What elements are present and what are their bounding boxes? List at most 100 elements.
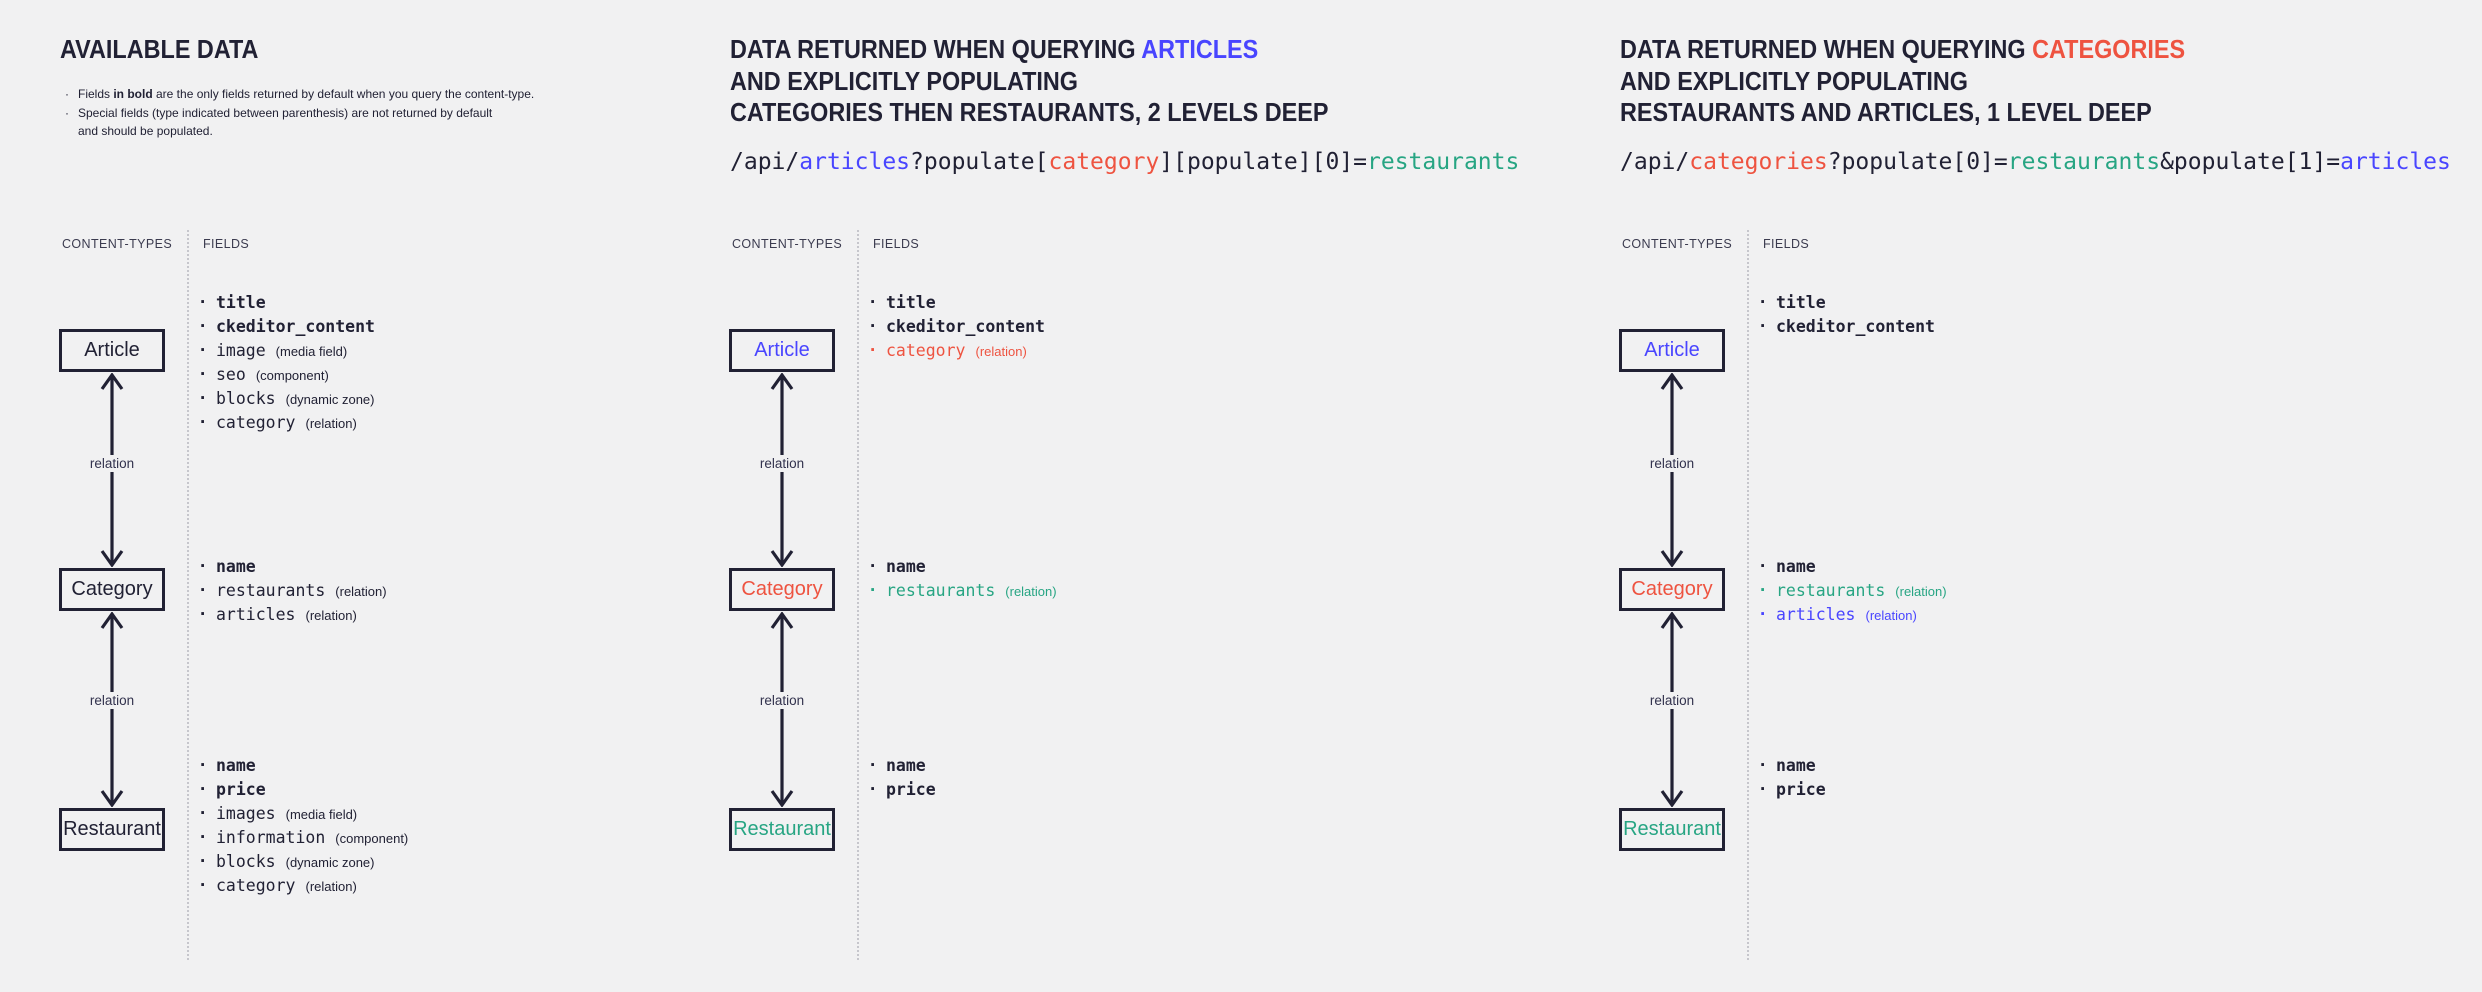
panel-title-line: CATEGORIES THEN RESTAURANTS, 2 LEVELS DE… [730,97,1329,129]
content-type-label: Article [1644,339,1700,361]
field-item-blocks: ·blocks(dynamic zone) [200,387,375,411]
note-item: ·Fields in bold are the only fields retu… [65,85,534,104]
field-item-price: ·price [870,778,936,802]
field-item-price: · price [1760,778,1826,802]
column-divider-dotted-line [857,230,859,960]
relation-label: relation [84,455,140,472]
field-name: title [216,293,266,312]
field-name: images [216,804,276,823]
bullet-icon: · [870,292,877,313]
bullet-icon: · [200,412,207,433]
content-type-box-category: Category [1619,568,1725,611]
field-type-annotation: (media field) [285,807,358,822]
field-type-annotation: (component) [255,368,329,383]
panel-title-segment: CATEGORIES [2032,34,2186,64]
api-query-segment: restaurants [2007,149,2161,175]
field-type-annotation: (dynamic zone) [285,855,375,870]
bullet-icon: · [1760,779,1767,800]
field-type-annotation: (relation) [1005,584,1057,599]
field-item-restaurants: ·restaurants(relation) [200,579,387,603]
relation-label: relation [754,692,810,709]
api-query-segment: /api/ [1620,149,1690,175]
api-query-segment: &populate[1]= [2160,149,2341,175]
field-type-annotation: (relation) [305,416,357,431]
fields-group: ·name·restaurants(relation)·articles(rel… [1760,555,1947,627]
relation-arrow [100,612,124,807]
field-name: image [216,341,266,360]
content-type-label: Article [754,339,810,361]
panel-title-line: DATA RETURNED WHEN QUERYING CATEGORIES [1620,34,2185,66]
bullet-icon: · [1760,316,1767,337]
field-item-blocks: · blocks (dynamic zone) [200,850,408,874]
content-type-label: Restaurant [63,818,161,840]
bullet-icon: · [200,364,207,385]
bullet-icon: · [200,340,207,361]
field-name: name [886,756,926,775]
relation-label: relation [84,692,140,709]
field-name: name [216,557,256,576]
relation-label: relation [754,455,810,472]
field-name: category [216,413,296,432]
field-type-annotation: (relation) [335,584,387,599]
field-name: category [216,876,296,895]
field-name: articles [1776,605,1856,624]
panel-title-segment: AVAILABLE DATA [60,34,259,64]
relation-label: relation [1644,455,1700,472]
panel-title-segment: AND EXPLICITLY POPULATING [1620,65,1969,96]
field-item-title: ·title [870,291,1045,315]
fields-group: ·title·ckeditor_content [1760,291,1935,339]
field-item-name: ·name [200,754,408,778]
content-type-box-restaurant: Restaurant [59,808,165,851]
relation-arrow [770,612,794,807]
field-item-name: ·name [870,555,1057,579]
field-item-name: · name [1760,555,1947,579]
content-type-box-article: Article [729,329,835,372]
panel-title-line: AVAILABLE DATA [60,34,258,66]
field-name: ckeditor_content [886,317,1045,336]
field-item-category: · category (relation) [200,411,375,435]
api-query-segment: categories [1689,149,1828,175]
field-item-ckeditor_content: ·ckeditor_content [870,315,1045,339]
content-type-box-category: Category [59,568,165,611]
field-item-seo: ·seo(component) [200,363,375,387]
content-type-box-article: Article [1619,329,1725,372]
field-name: name [1776,557,1816,576]
api-query-code: /api/categories?populate[0]=restaurants&… [1620,150,2451,174]
fields-group: ·name·price [870,754,936,802]
field-name: restaurants [886,581,996,600]
api-query-segment: ?populate[ [910,149,1049,175]
bullet-icon: · [1760,604,1767,625]
field-name: name [1776,756,1816,775]
panel-available-data: AVAILABLE DATA·Fields in bold are the on… [59,0,920,992]
field-name: price [1776,780,1826,799]
panel-title-segment: RESTAURANTS AND ARTICLES, 1 LEVEL DEEP [1620,97,2152,127]
api-query-segment: ][populate][0]= [1159,149,1368,175]
bullet-icon: · [1760,556,1767,577]
api-query-segment: ?populate[0]= [1827,149,2008,175]
content-type-box-restaurant: Restaurant [1619,808,1725,851]
bullet-icon: · [200,580,207,601]
field-type-annotation: (component) [335,831,409,846]
bullet-icon: · [870,340,877,361]
field-name: information [216,828,326,847]
bullet-icon: · [200,556,207,577]
field-type-annotation: (relation) [1895,584,1947,599]
note-segment: are the only fields returned by default … [152,87,535,101]
field-item-information: ·information(component) [200,826,408,850]
bullet-icon: · [200,755,207,776]
field-item-name: · name [200,555,387,579]
field-item-image: ·image(media field) [200,339,375,363]
note-text: Fields in bold are the only fields retur… [78,85,534,104]
field-item-ckeditor_content: ·ckeditor_content [200,315,375,339]
content-type-box-article: Article [59,329,165,372]
bullet-icon: · [65,105,69,120]
bullet-icon: · [200,316,207,337]
column-header-content-types: CONTENT-TYPES [1622,237,1733,251]
bullet-icon: · [200,851,207,872]
bullet-icon: · [200,292,207,313]
column-header-content-types: CONTENT-TYPES [62,237,173,251]
field-name: blocks [216,852,276,871]
